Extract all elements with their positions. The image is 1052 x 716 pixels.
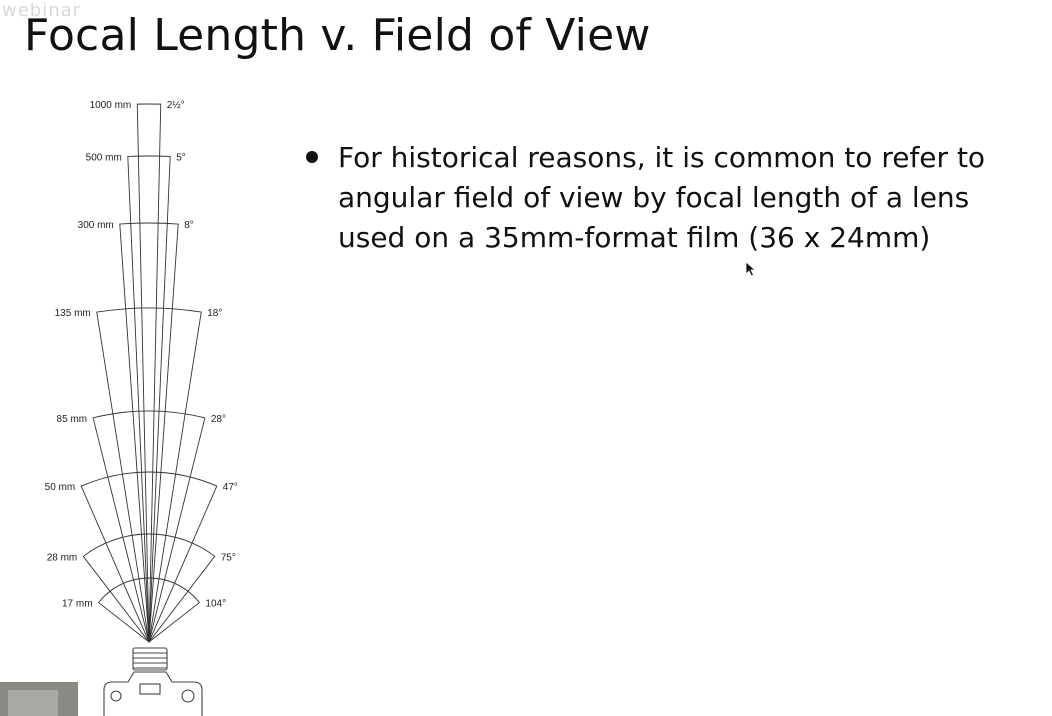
fov-wedge bbox=[119, 222, 179, 643]
fov-wedges bbox=[80, 103, 218, 644]
fov-labels: 1000 mm 2½° 500 mm 5° 300 mm 8° 135 mm 18° 85 mm… bbox=[45, 100, 238, 610]
mouse-pointer-icon bbox=[745, 261, 757, 277]
fov-wedge bbox=[82, 533, 216, 643]
fov-wedge bbox=[92, 410, 206, 643]
fov-wedge bbox=[127, 155, 171, 643]
webcam-thumbnail bbox=[0, 682, 78, 716]
focal-length-label: 85 mm bbox=[57, 414, 88, 425]
field-of-view-diagram: 1000 mm 2½° 500 mm 5° 300 mm 8° 135 mm 18° 85 mm… bbox=[45, 100, 238, 716]
fov-wedge bbox=[80, 471, 218, 644]
webcam-thumbnail-inner bbox=[8, 690, 58, 716]
angle-label: 2½° bbox=[167, 100, 185, 111]
focal-length-label: 1000 mm bbox=[90, 100, 132, 111]
angle-label: 47° bbox=[223, 482, 238, 493]
slide-title: Focal Length v. Field of View bbox=[24, 10, 651, 61]
camera-icon bbox=[103, 647, 203, 716]
angle-label: 5° bbox=[176, 152, 186, 163]
fov-wedge bbox=[136, 103, 162, 643]
fov-wedge bbox=[96, 307, 202, 643]
bullet-item: For historical reasons, it is common to … bbox=[306, 138, 1046, 258]
bullet-text: For historical reasons, it is common to … bbox=[338, 141, 986, 254]
bullet-dot-icon bbox=[306, 151, 318, 163]
focal-length-label: 50 mm bbox=[45, 482, 76, 493]
focal-length-label: 500 mm bbox=[86, 152, 122, 163]
fov-wedge bbox=[97, 577, 201, 643]
angle-label: 75° bbox=[221, 552, 236, 563]
watermark: webinar bbox=[2, 0, 82, 21]
angle-label: 18° bbox=[207, 308, 222, 319]
focal-length-label: 28 mm bbox=[47, 552, 78, 563]
angle-label: 8° bbox=[184, 220, 194, 231]
focal-length-label: 17 mm bbox=[62, 599, 93, 610]
focal-length-label: 300 mm bbox=[78, 220, 114, 231]
angle-label: 28° bbox=[211, 414, 226, 425]
slide-body: For historical reasons, it is common to … bbox=[306, 138, 1046, 258]
focal-length-label: 135 mm bbox=[55, 308, 91, 319]
angle-label: 104° bbox=[205, 599, 226, 610]
